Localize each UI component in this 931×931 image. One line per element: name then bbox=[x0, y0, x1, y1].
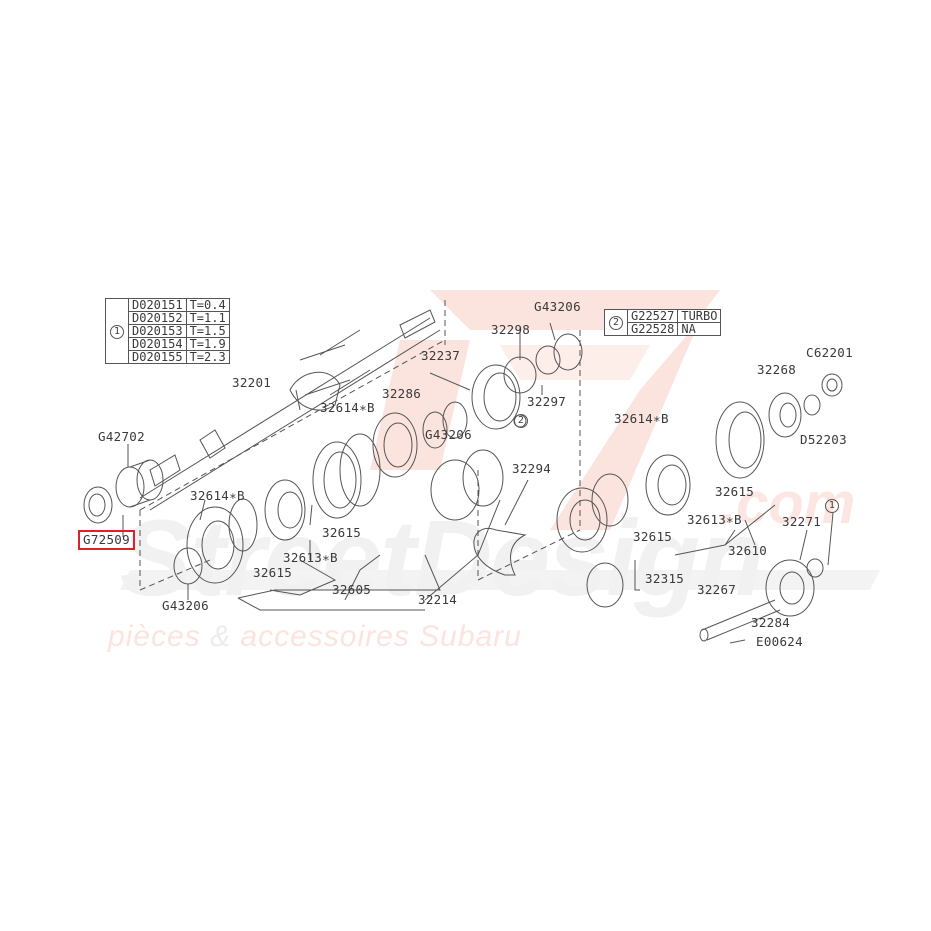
part-label-32284[interactable]: 32284 bbox=[751, 615, 791, 630]
main-shaft-icon bbox=[139, 309, 441, 511]
part-label-D52203[interactable]: D52203 bbox=[800, 432, 847, 447]
thickness-spec-table: 1 D020151 T=0.4 D020152 T=1.1 D020153 T=… bbox=[105, 298, 230, 364]
part-label-32201[interactable]: 32201 bbox=[232, 375, 272, 390]
bearing-variant-table: 2 G22527 TURBO G22528 NA bbox=[604, 309, 722, 336]
part-label-32237[interactable]: 32237 bbox=[421, 348, 461, 363]
part-label-G43206[interactable]: G43206 bbox=[425, 427, 472, 442]
part-number: D020151 bbox=[128, 298, 187, 312]
part-label-E00624[interactable]: E00624 bbox=[756, 634, 803, 649]
part-label-32615[interactable]: 32615 bbox=[253, 565, 293, 580]
part-label-32615[interactable]: 32615 bbox=[322, 525, 362, 540]
part-label-32613B[interactable]: 32613∗B bbox=[283, 550, 338, 565]
ref-callout-1: 1 bbox=[105, 298, 129, 364]
part-label-32214[interactable]: 32214 bbox=[418, 592, 458, 607]
table-row: D020153 T=1.5 bbox=[106, 324, 230, 338]
part-label-32605[interactable]: 32605 bbox=[332, 582, 372, 597]
ref-callout-1-circle: 1 bbox=[825, 497, 839, 513]
variant-label: TURBO bbox=[677, 309, 722, 323]
part-number: D020155 bbox=[128, 350, 187, 364]
part-number: D020154 bbox=[128, 337, 187, 351]
part-label-32315[interactable]: 32315 bbox=[645, 571, 685, 586]
watermark-tagline: pièces & accessoires Subaru bbox=[108, 620, 522, 653]
part-label-G42702[interactable]: G42702 bbox=[98, 429, 145, 444]
part-number: D020152 bbox=[128, 311, 187, 325]
part-label-32614B[interactable]: 32614∗B bbox=[320, 400, 375, 415]
watermark-brand: StreetDesign bbox=[120, 497, 764, 618]
table-row: 1 D020151 T=0.4 bbox=[105, 298, 230, 364]
table-row: D020155 T=2.3 bbox=[106, 350, 230, 364]
ref-callout-2-circle: 2 bbox=[514, 412, 528, 428]
thickness-value: T=1.5 bbox=[185, 324, 230, 338]
part-label-32298[interactable]: 32298 bbox=[491, 322, 531, 337]
thickness-value: T=1.1 bbox=[185, 311, 230, 325]
part-number: D020153 bbox=[128, 324, 187, 338]
part-label-32297[interactable]: 32297 bbox=[527, 394, 567, 409]
thickness-value: T=1.9 bbox=[185, 337, 230, 351]
part-label-C62201[interactable]: C62201 bbox=[806, 345, 853, 360]
part-label-32615[interactable]: 32615 bbox=[633, 529, 673, 544]
part-label-32613B[interactable]: 32613∗B bbox=[687, 512, 742, 527]
part-label-G43206[interactable]: G43206 bbox=[534, 299, 581, 314]
table-row: 2 G22527 TURBO bbox=[604, 309, 722, 336]
part-label-32294[interactable]: 32294 bbox=[512, 461, 552, 476]
part-label-32615[interactable]: 32615 bbox=[715, 484, 755, 499]
table-row: G22528 NA bbox=[605, 322, 722, 336]
part-label-32610[interactable]: 32610 bbox=[728, 543, 768, 558]
part-label-32271[interactable]: 32271 bbox=[782, 514, 822, 529]
part-number: G22528 bbox=[626, 322, 679, 336]
part-label-32614B[interactable]: 32614∗B bbox=[190, 488, 245, 503]
part-label-G72509-highlighted[interactable]: G72509 bbox=[78, 530, 135, 550]
part-label-32614B[interactable]: 32614∗B bbox=[614, 411, 669, 426]
ref-callout-2: 2 bbox=[604, 309, 628, 336]
part-number: G22527 bbox=[626, 309, 679, 323]
part-label-G43206[interactable]: G43206 bbox=[162, 598, 209, 613]
part-label-32286[interactable]: 32286 bbox=[382, 386, 422, 401]
part-label-32268[interactable]: 32268 bbox=[757, 362, 797, 377]
part-label-32267[interactable]: 32267 bbox=[697, 582, 737, 597]
variant-label: NA bbox=[677, 322, 722, 336]
thickness-value: T=0.4 bbox=[185, 298, 230, 312]
thickness-value: T=2.3 bbox=[185, 350, 230, 364]
